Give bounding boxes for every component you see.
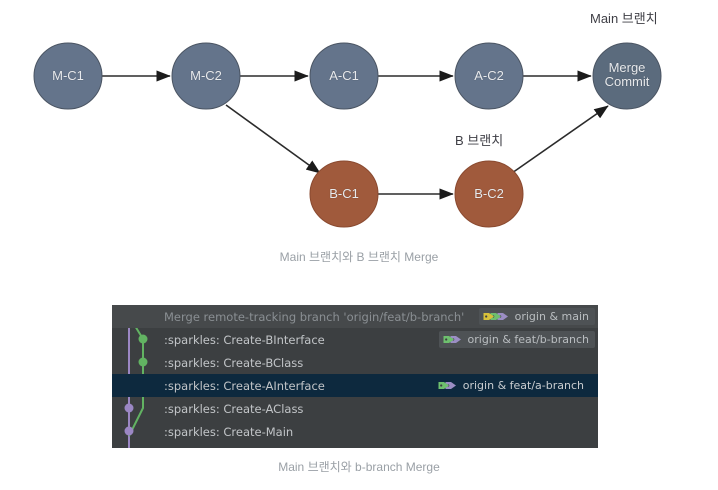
branch-ref-tag-icons: [438, 379, 459, 392]
branch-ref-tag-glyph: [438, 382, 456, 389]
diagram-canvas: [33, 42, 662, 228]
branch-ref-tag-icons: [443, 333, 464, 346]
commit-message: :sparkles: Create-BClass: [164, 355, 304, 370]
branch-ref-label: origin & feat/b-branch: [467, 333, 589, 346]
branch-ref-badge[interactable]: origin & feat/b-branch: [438, 331, 595, 348]
diagram-node-a-c1: [309, 42, 379, 110]
diagram-node-merge-commit: [592, 42, 662, 110]
commit-row[interactable]: :sparkles: Create-AInterface origin & fea…: [112, 374, 598, 397]
graph-dot-bclass: [138, 357, 148, 367]
commit-message: :sparkles: Create-BInterface: [164, 332, 325, 347]
branch-ref-tag-glyph: [443, 336, 461, 343]
branch-ref-label: origin & feat/a-branch: [462, 379, 584, 392]
diagram-caption: Main 브랜치와 B 브랜치 Merge: [279, 250, 439, 264]
diagram-node-a-c2: [454, 42, 524, 110]
commit-row[interactable]: :sparkles: Create-AClass: [112, 397, 598, 420]
commit-row[interactable]: :sparkles: Create-Main: [112, 420, 598, 443]
diagram-node-b-c2: [454, 160, 524, 228]
graph-dot-binterface: [138, 334, 148, 344]
git-log-panel[interactable]: Merge remote-tracking branch 'origin/fea…: [112, 305, 598, 448]
commit-row[interactable]: Merge remote-tracking branch 'origin/fea…: [112, 305, 598, 328]
diagram-edges: [102, 70, 609, 200]
diagram-node-m-c1: [33, 42, 103, 110]
branch-ref-tag-icons: [483, 310, 511, 323]
diagram-nodes: [33, 42, 662, 228]
branch-ref-badge[interactable]: origin & main: [478, 308, 595, 325]
diagram-node-m-c2: [171, 42, 241, 110]
commit-message: :sparkles: Create-AClass: [164, 401, 304, 416]
commit-message: :sparkles: Create-AInterface: [164, 378, 325, 393]
git-log-caption: Main 브랜치와 b-branch Merge: [278, 460, 440, 474]
main-branch-label: Main 브랜치: [590, 11, 658, 26]
branch-ref-label: origin & main: [514, 310, 589, 323]
commit-message: Merge remote-tracking branch 'origin/fea…: [164, 309, 465, 324]
edge-mc2-bc1: [225, 104, 321, 174]
branch-ref-badge[interactable]: origin & feat/a-branch: [434, 377, 590, 394]
commit-row[interactable]: :sparkles: Create-BInterface origin & fea…: [112, 328, 598, 351]
b-branch-label: B 브랜치: [455, 133, 504, 148]
graph-dot-aclass: [124, 403, 134, 413]
edge-bc2-merge: [511, 105, 609, 174]
graph-dot-main: [124, 426, 134, 436]
commit-message: :sparkles: Create-Main: [164, 424, 294, 439]
branch-ref-tag-glyph: [483, 313, 508, 320]
diagram-node-b-c1: [309, 160, 379, 228]
commit-row[interactable]: :sparkles: Create-BClass: [112, 351, 598, 374]
